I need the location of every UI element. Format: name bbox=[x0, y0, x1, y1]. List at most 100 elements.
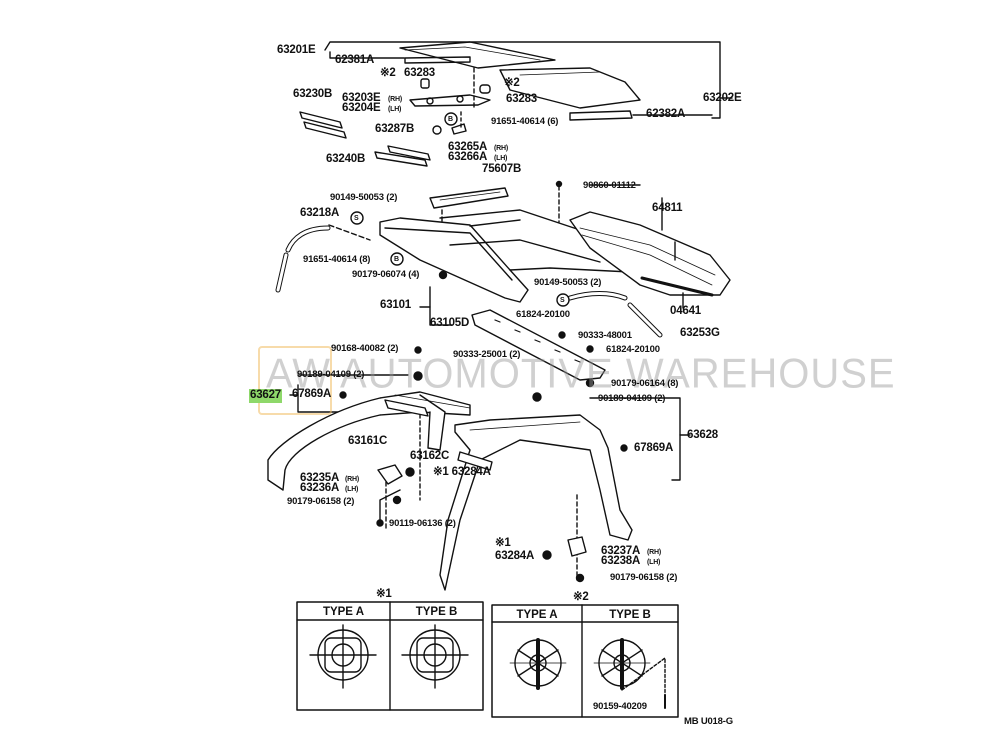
label-63287B[interactable]: 63287B bbox=[375, 123, 415, 135]
s-symbol-b: S bbox=[560, 297, 565, 304]
detail-box-1 bbox=[296, 601, 484, 711]
seal-62381A[interactable] bbox=[404, 56, 471, 64]
label-63240B[interactable]: 63240B bbox=[326, 153, 366, 165]
screw-90860[interactable] bbox=[555, 180, 563, 188]
label-90333-48001[interactable]: 90333-48001 bbox=[578, 330, 632, 341]
label-63161C[interactable]: 63161C bbox=[348, 435, 388, 447]
label-63238A[interactable]: 63238A bbox=[601, 555, 641, 567]
nut-61824-b[interactable] bbox=[586, 345, 594, 353]
label-75607B[interactable]: 75607B bbox=[482, 163, 522, 175]
watermark-logo-box bbox=[258, 346, 332, 415]
label-63203E[interactable]: 63203E bbox=[342, 92, 381, 104]
nut-90189-a[interactable] bbox=[413, 371, 423, 381]
label-62382A[interactable]: 62382A bbox=[646, 108, 686, 120]
label-63105D[interactable]: 63105D bbox=[430, 317, 470, 329]
label-90333-25001[interactable]: 90333-25001 (2) bbox=[453, 349, 521, 360]
strip-63162C[interactable] bbox=[457, 451, 493, 471]
label-rh-2: (RH) bbox=[494, 145, 508, 152]
label-lh-4: (LH) bbox=[647, 559, 661, 566]
label-63201E[interactable]: 63201E bbox=[277, 44, 316, 56]
bolt-90119[interactable] bbox=[376, 519, 384, 527]
nut-90333-48001[interactable] bbox=[558, 331, 566, 339]
label-90149-50053-a[interactable]: 90149-50053 (2) bbox=[330, 192, 398, 203]
bolt-90168[interactable] bbox=[414, 346, 422, 354]
note-2-b: ※2 bbox=[504, 77, 520, 89]
nut-90179-06158-b[interactable] bbox=[575, 573, 585, 583]
hinge-63237A[interactable] bbox=[567, 536, 587, 557]
nut-90179-06164[interactable] bbox=[585, 378, 595, 388]
diagram-code: MB U018-G bbox=[684, 716, 733, 727]
seal-62382A[interactable] bbox=[569, 110, 633, 121]
nut-90179-06158-a[interactable] bbox=[392, 495, 402, 505]
label-63265A[interactable]: 63265A bbox=[448, 141, 488, 153]
label-rh-1: (RH) bbox=[388, 96, 402, 103]
label-90149-50053-b[interactable]: 90149-50053 (2) bbox=[534, 277, 602, 288]
detail-box-2-type-b: TYPE B bbox=[609, 609, 651, 621]
note-1: ※1 bbox=[495, 537, 511, 549]
label-90179-06074[interactable]: 90179-06074 (4) bbox=[352, 269, 420, 280]
seal-04641[interactable] bbox=[640, 276, 714, 297]
label-63266A[interactable]: 63266A bbox=[448, 151, 488, 163]
label-64811[interactable]: 64811 bbox=[652, 202, 683, 214]
plate-63105D[interactable] bbox=[471, 309, 606, 381]
label-61824-20100-b[interactable]: 61824-20100 bbox=[606, 344, 660, 355]
label-90159-40209[interactable]: 90159-40209 bbox=[593, 701, 647, 712]
label-04641[interactable]: 04641 bbox=[670, 305, 701, 317]
label-62381A[interactable]: 62381A bbox=[335, 54, 375, 66]
roof-panel-right[interactable] bbox=[499, 67, 641, 109]
part-63265A[interactable] bbox=[451, 123, 467, 135]
label-63202E[interactable]: 63202E bbox=[703, 92, 742, 104]
nut-63284A-a[interactable] bbox=[405, 467, 415, 477]
light-75607B[interactable] bbox=[429, 187, 509, 209]
nut-90179-06074[interactable] bbox=[438, 270, 448, 280]
label-63204E[interactable]: 63204E bbox=[342, 102, 381, 114]
label-63627-highlighted[interactable]: 63627 bbox=[249, 389, 282, 403]
roof-panel-left[interactable] bbox=[399, 41, 556, 69]
rear-panel-64811[interactable] bbox=[569, 211, 731, 296]
part-63283-b[interactable] bbox=[479, 84, 491, 94]
label-61824-20100-a[interactable]: 61824-20100 bbox=[516, 309, 570, 320]
label-90179-06164[interactable]: 90179-06164 (8) bbox=[611, 378, 679, 389]
side-rail-63627[interactable] bbox=[267, 391, 471, 491]
detail-box-2 bbox=[491, 604, 679, 718]
label-90168-40082[interactable]: 90168-40082 (2) bbox=[331, 343, 399, 354]
roof-frame-63101[interactable] bbox=[379, 209, 641, 303]
label-67869A-a[interactable]: 67869A bbox=[292, 388, 332, 400]
label-63162C[interactable]: 63162C bbox=[410, 450, 450, 462]
label-63284A-b[interactable]: 63284A bbox=[495, 550, 535, 562]
label-63236A[interactable]: 63236A bbox=[300, 482, 340, 494]
hinge-63235A[interactable] bbox=[377, 464, 403, 485]
label-90189-04109-b[interactable]: 90189-04109 (2) bbox=[598, 393, 666, 404]
strip-63161C[interactable] bbox=[384, 399, 429, 417]
clip-67869A-b[interactable] bbox=[620, 444, 628, 452]
label-63218A[interactable]: 63218A bbox=[300, 207, 340, 219]
label-63283-a[interactable]: 63283 bbox=[404, 67, 435, 79]
label-63628[interactable]: 63628 bbox=[687, 429, 718, 441]
label-90179-06158-a[interactable]: 90179-06158 (2) bbox=[287, 496, 355, 507]
rail-63240B[interactable] bbox=[374, 145, 431, 167]
label-63283-b[interactable]: 63283 bbox=[506, 93, 537, 105]
label-91651-40614-8[interactable]: 91651-40614 (8) bbox=[303, 254, 371, 265]
label-63235A[interactable]: 63235A bbox=[300, 472, 340, 484]
label-90189-04109-a[interactable]: 90189-04109 (2) bbox=[297, 369, 365, 380]
nut-90189-b[interactable] bbox=[532, 392, 542, 402]
label-63237A[interactable]: 63237A bbox=[601, 545, 641, 557]
label-63101[interactable]: 63101 bbox=[380, 299, 411, 311]
latch-63203E[interactable] bbox=[409, 94, 491, 107]
rail-63230B[interactable] bbox=[299, 111, 347, 139]
label-91651-40614-6[interactable]: 91651-40614 (6) bbox=[491, 116, 559, 127]
clip-67869A-a[interactable] bbox=[339, 391, 347, 399]
part-63283-a[interactable] bbox=[420, 78, 430, 89]
fastener-type-a-1 bbox=[309, 624, 377, 689]
part-63287B[interactable] bbox=[432, 125, 442, 135]
label-90119-06136[interactable]: 90119-06136 (2) bbox=[389, 518, 456, 529]
hose-63253G[interactable] bbox=[567, 291, 663, 338]
label-63253G[interactable]: 63253G bbox=[680, 327, 720, 339]
side-rail-63628[interactable] bbox=[439, 414, 633, 591]
label-63284A-a[interactable]: ※1 63284A bbox=[433, 466, 491, 478]
nut-63284A-b[interactable] bbox=[542, 550, 552, 560]
label-63230B[interactable]: 63230B bbox=[293, 88, 333, 100]
label-90860-01112[interactable]: 90860-01112 bbox=[583, 180, 636, 191]
label-90179-06158-b[interactable]: 90179-06158 (2) bbox=[610, 572, 678, 583]
label-67869A-b[interactable]: 67869A bbox=[634, 442, 674, 454]
